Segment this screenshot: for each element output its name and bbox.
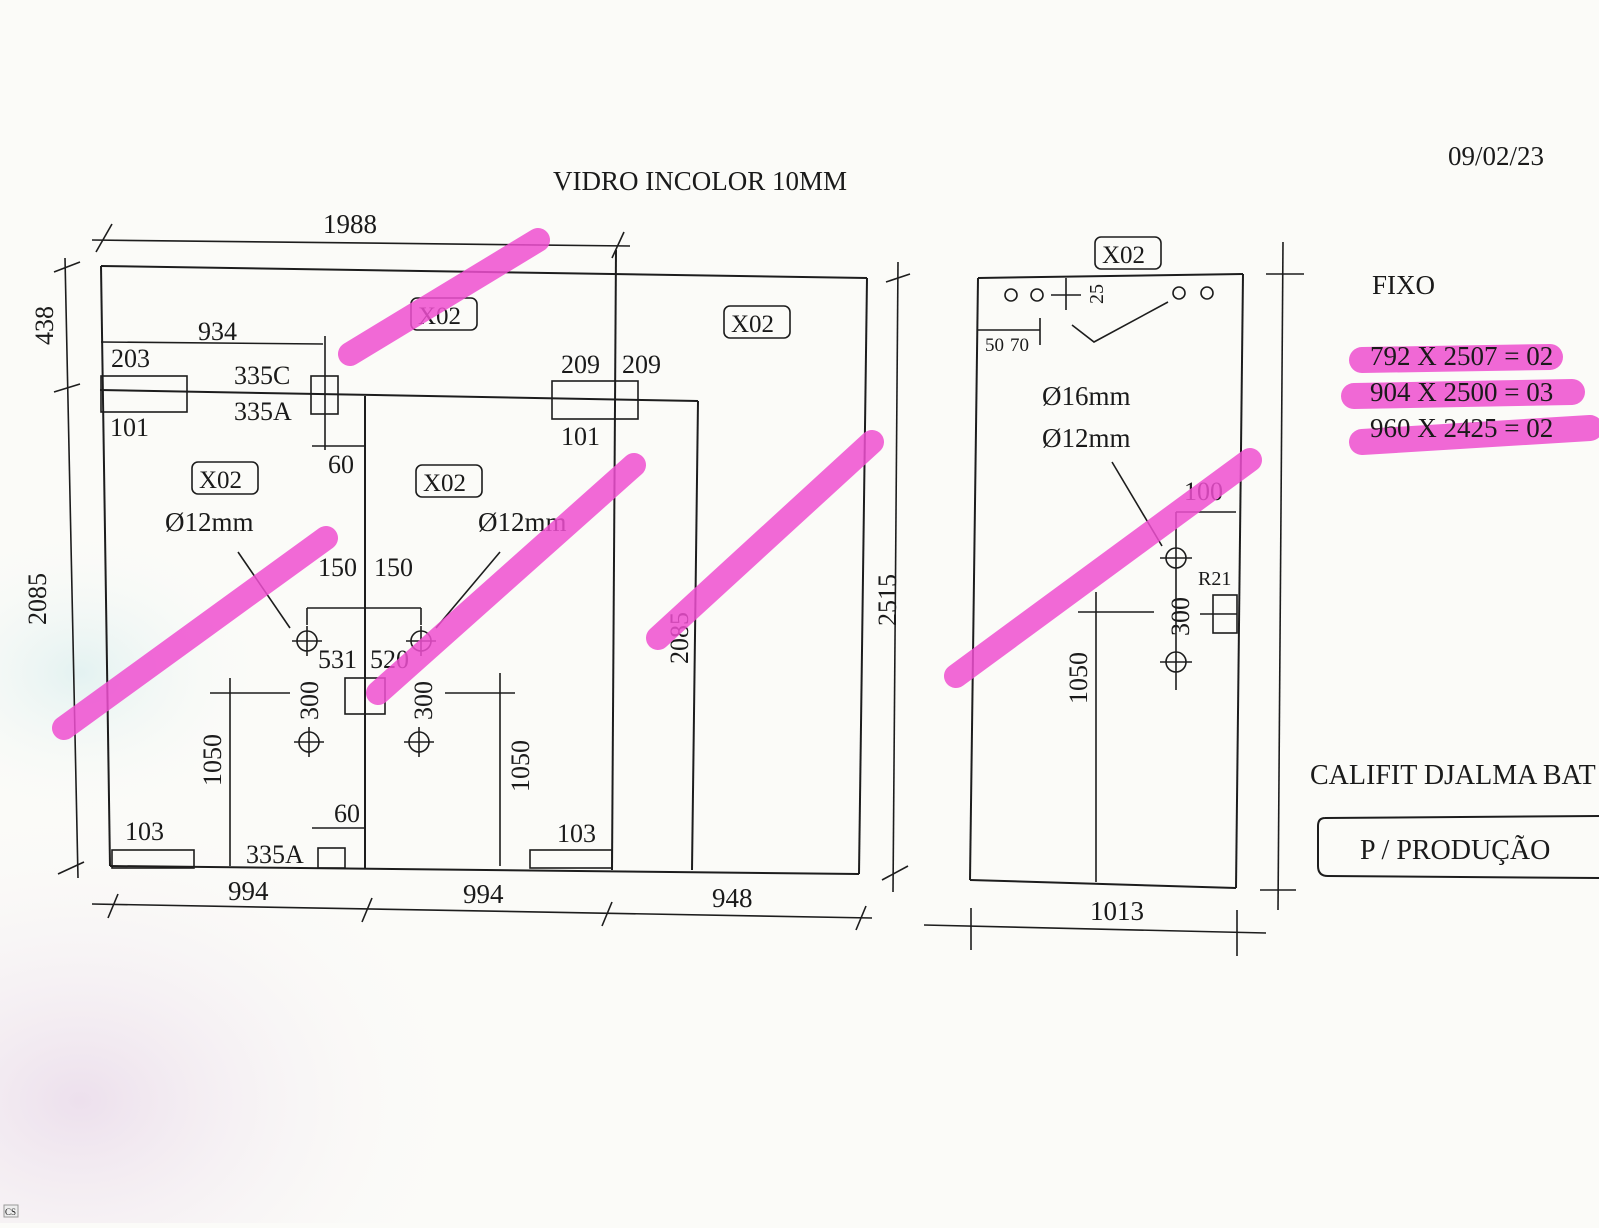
drill-hole-bottom-left bbox=[294, 727, 324, 757]
production-stamp: P / PRODUÇÃO bbox=[1360, 835, 1550, 866]
side-drill-hole-top bbox=[1160, 547, 1192, 569]
fixo-item-2: 904 X 2500 = 03 bbox=[1370, 377, 1553, 407]
left-vertical-dimension bbox=[53, 257, 85, 879]
drill-hole-bottom-right bbox=[404, 727, 434, 757]
ref-x02-right-box bbox=[723, 305, 791, 339]
dim-203-label: 203 bbox=[111, 344, 150, 373]
side-height-1050-label: 1050 bbox=[1064, 652, 1093, 704]
dimension-2515 bbox=[881, 261, 911, 893]
cutout-209-box bbox=[551, 380, 639, 420]
dim-994-b-label: 994 bbox=[463, 879, 504, 909]
hole-spacing-300-b-label: 300 bbox=[409, 681, 438, 720]
scanner-badge-box bbox=[3, 1204, 19, 1218]
side-ref-x02-label: X02 bbox=[1102, 242, 1145, 269]
foot-103-b-label: 103 bbox=[557, 819, 596, 848]
scanner-badge: CS bbox=[5, 1207, 16, 1217]
side-leader-line bbox=[1071, 301, 1169, 343]
side-panel-outline bbox=[969, 273, 1244, 889]
highlight-item-3 bbox=[1349, 415, 1599, 455]
dim-438-label: 438 bbox=[30, 306, 59, 345]
side-small-hole-2 bbox=[1030, 288, 1044, 302]
side-small-hole-4 bbox=[1200, 286, 1214, 300]
ref-x02-left-box bbox=[191, 461, 259, 495]
height-1050-a-label: 1050 bbox=[198, 734, 227, 786]
dim-101-left-label: 101 bbox=[110, 413, 149, 442]
foot-103-a-label: 103 bbox=[125, 817, 164, 846]
side-hole-16mm-label: Ø16mm bbox=[1042, 381, 1131, 411]
stamp-frame bbox=[1317, 815, 1599, 879]
fixo-label: FIXO bbox=[1372, 270, 1435, 300]
highlight-item-1 bbox=[1349, 344, 1563, 373]
dim-209-b-label: 209 bbox=[622, 350, 661, 379]
side-hole-12mm-label: Ø12mm bbox=[1042, 423, 1131, 453]
dim-1013-line bbox=[923, 924, 1267, 934]
spacing-150-b-label: 150 bbox=[374, 553, 413, 582]
offset-60-top-label: 60 bbox=[328, 450, 354, 479]
ref-x02-center-box bbox=[415, 464, 483, 498]
fixo-item-1: 792 X 2507 = 02 bbox=[1370, 341, 1553, 371]
drill-hole-top-left bbox=[292, 626, 322, 656]
spacing-150-a-label: 150 bbox=[318, 553, 357, 582]
hole-center-leader bbox=[435, 551, 501, 629]
dim-25-label: 25 bbox=[1086, 284, 1108, 304]
dim-101-right-label: 101 bbox=[561, 422, 600, 451]
side-ref-x02-box bbox=[1094, 236, 1162, 270]
offset-60-bottom-label: 60 bbox=[334, 799, 360, 828]
hinge-335a-top-label: 335A bbox=[234, 397, 292, 426]
height-1050-b-label: 1050 bbox=[506, 740, 535, 792]
dim-948-label: 948 bbox=[712, 883, 753, 913]
dim-50-label: 50 bbox=[985, 335, 1004, 356]
highlighter-strokes bbox=[52, 228, 1262, 740]
highlight-item-2 bbox=[1341, 379, 1585, 409]
side-small-hole-1 bbox=[1004, 288, 1018, 302]
ref-x02-left-label: X02 bbox=[199, 467, 242, 494]
hole-spacing-300-a-label: 300 bbox=[295, 681, 324, 720]
hinge-335a-bottom-label: 335A bbox=[246, 840, 304, 869]
ref-x02-right-label: X02 bbox=[731, 311, 774, 338]
foot-103-a-box bbox=[111, 849, 195, 869]
dim-2085-left-label: 2085 bbox=[23, 573, 52, 625]
dim-209-a-label: 209 bbox=[561, 350, 600, 379]
foot-103-b-box bbox=[529, 849, 613, 869]
hole-12mm-left-label: Ø12mm bbox=[165, 507, 254, 537]
dim-934-label: 934 bbox=[198, 317, 237, 346]
hinge-335a-bottom-box bbox=[317, 847, 346, 869]
drawing-date: 09/02/23 bbox=[1448, 141, 1544, 171]
side-drill-hole-bottom bbox=[1160, 651, 1192, 673]
radius-r21-label: R21 bbox=[1198, 568, 1231, 590]
side-reference-line bbox=[1277, 241, 1284, 911]
dim-994-a-label: 994 bbox=[228, 876, 269, 906]
dim-70-label: 70 bbox=[1010, 335, 1029, 356]
width-531-label: 531 bbox=[318, 645, 357, 674]
cutout-101-left bbox=[100, 375, 188, 413]
client-name: CALIFIT DJALMA BAT bbox=[1310, 760, 1596, 791]
dim-1988-label: 1988 bbox=[323, 209, 377, 239]
main-panel-outline bbox=[99, 249, 868, 875]
hinge-335c-label: 335C bbox=[234, 361, 290, 390]
drawing-title: VIDRO INCOLOR 10MM bbox=[553, 166, 847, 196]
side-small-hole-3 bbox=[1172, 286, 1186, 300]
side-hole-spacing-300-label: 300 bbox=[1166, 597, 1195, 636]
bottom-dimension-chain bbox=[91, 893, 873, 931]
dim-2515-label: 2515 bbox=[873, 574, 902, 626]
fixo-item-3: 960 X 2425 = 02 bbox=[1370, 413, 1553, 443]
dim-1013-label: 1013 bbox=[1090, 896, 1144, 926]
ref-x02-center-label: X02 bbox=[423, 470, 466, 497]
